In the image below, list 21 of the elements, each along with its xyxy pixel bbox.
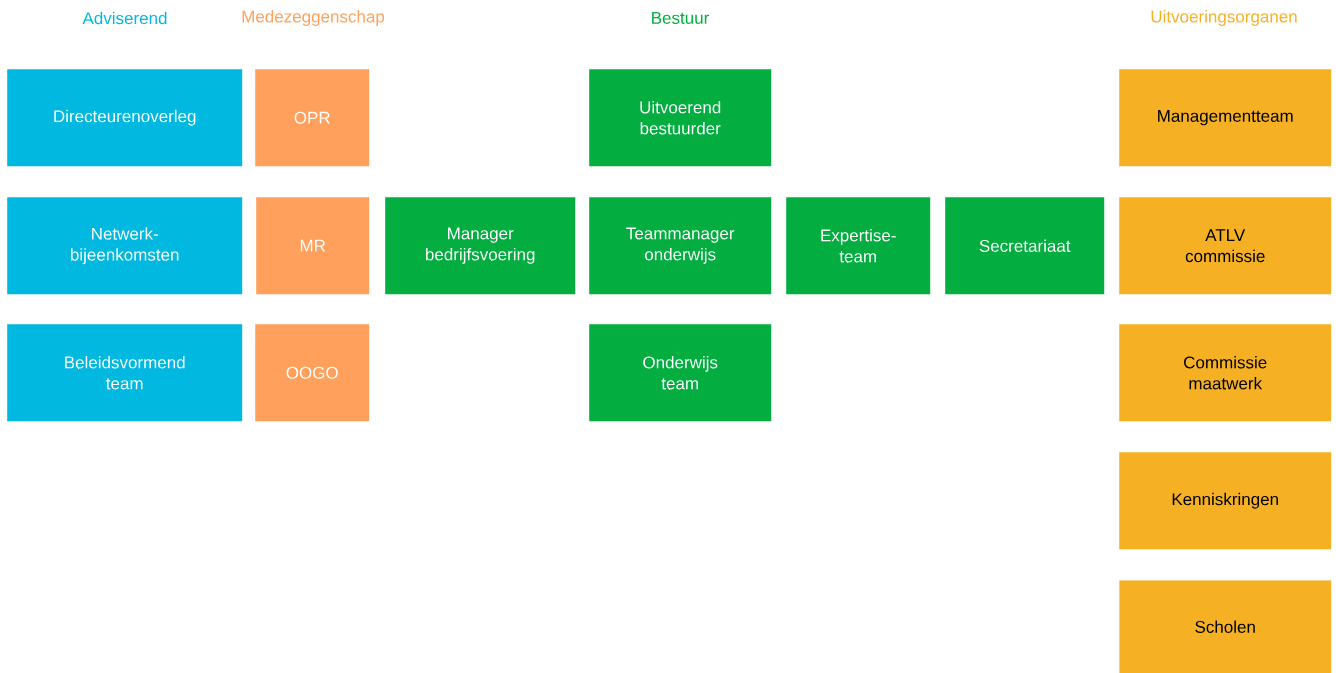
org-box: OOGO bbox=[255, 324, 370, 422]
org-box: OPR bbox=[255, 69, 370, 167]
org-box: Teammanager onderwijs bbox=[589, 197, 772, 295]
org-box: Commissie maatwerk bbox=[1119, 324, 1332, 422]
org-box: ATLV commissie bbox=[1119, 197, 1332, 295]
org-box: Manager bedrijfsvoering bbox=[385, 197, 576, 295]
column-heading: Adviserend bbox=[82, 11, 167, 25]
column-heading: Uitvoeringsorganen bbox=[1151, 10, 1297, 26]
org-box: Managementteam bbox=[1119, 69, 1332, 167]
org-box: Netwerk-bijeenkomsten bbox=[7, 197, 243, 295]
org-box: MR bbox=[256, 197, 370, 295]
column-heading: Bestuur bbox=[652, 12, 709, 24]
org-box: Onderwijs team bbox=[589, 324, 772, 422]
org-box: Uitvoerend bestuurder bbox=[589, 69, 772, 167]
column-heading: Medezeggenschap bbox=[242, 10, 385, 26]
org-box: Secretariaat bbox=[945, 197, 1105, 295]
org-box: Expertise-team bbox=[786, 197, 931, 295]
org-box: Scholen bbox=[1119, 580, 1332, 673]
org-box: Directeurenoverleg bbox=[7, 69, 243, 167]
org-box: Kenniskringen bbox=[1119, 452, 1332, 550]
org-box: Beleidsvormend team bbox=[7, 324, 243, 422]
